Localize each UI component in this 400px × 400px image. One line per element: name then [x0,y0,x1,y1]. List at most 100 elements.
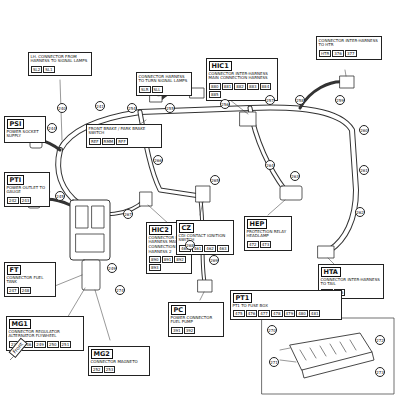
pin-number: RFF [116,138,127,145]
callout-number: 257 [265,95,275,105]
connector-description: POWER OUTLET TO GAUGE [7,186,48,196]
pin-number: 250 [47,341,59,348]
pin-number: 476 [246,310,258,317]
pin-number: 481 [309,310,321,317]
pin-number: 247 [7,287,19,294]
callout-number: 265 [210,175,220,185]
callout-number: 256 [220,99,230,109]
pin-number: 883 [247,83,259,90]
pin-number: 475 [233,310,245,317]
connector-code: MG1 [9,319,31,329]
callout-number: 254 [127,103,137,113]
pin-number: 251 [60,341,72,348]
pin-number: SL2 [31,66,42,73]
connector-code: FT [7,265,22,275]
pin-number: SLL [152,86,163,93]
connector-box: PSIPOWER SOCKET SUPPLY [4,116,46,143]
connector-box: CONNECTOR INTER-HARNESS TO HTRHTR376377 [316,36,382,60]
connector-description: CONNECTOR INTER-HARNESS TO HTR [319,39,380,49]
pin-number: HTR [319,50,331,57]
connector-box: FRONT BRAKE / PARK BRAKE SWITCHREFRMMRFF [86,124,162,148]
callout-number: 261 [359,165,369,175]
connector-description: PT1 TO FUSE BOX [233,304,340,309]
connector-code: CZ [179,223,194,233]
connector-description: FRONT BRAKE / PARK BRAKE SWITCH [89,127,160,137]
pin-number: 243 [20,197,32,204]
pin-number: SLR [139,86,151,93]
connector-box: LH. CONNECTOR FROM HARNESS TO SIGNAL LAM… [28,52,92,76]
pin-number: 892 [174,256,186,263]
connector-code: PSI [7,119,25,129]
callout-number: 262 [355,207,365,217]
pin-number: 391 [171,327,183,334]
connector-box: PT1PT1 TO FUSE BOX475476477478479480481 [230,290,342,320]
pin-number: REF [89,138,101,145]
connector-code: HEP [247,219,268,229]
connector-code: HIC1 [209,61,232,71]
connector-box: PCPOWER CONNECTOR FUEL PUMP391392 [168,302,224,337]
pin-number: 462 [204,245,216,252]
connector-box: FTCONNECTOR FUEL TANK247248 [4,262,56,297]
connector-description: PROTECTION RELAY HEADLAMP [247,230,290,240]
pin-number: SL1 [43,66,54,73]
connector-box: MG2CONNECTOR MAGNETO252253 [88,346,150,376]
callout-number: 244 [47,123,57,133]
connector-code: PC [171,305,187,315]
pin-number: 891 [162,256,174,263]
connector-description: LH. CONNECTOR FROM HARNESS TO SIGNAL LAM… [31,55,90,65]
pin-number: 377 [345,50,357,57]
pin-number: 248 [20,287,32,294]
connector-code: MG2 [91,349,113,359]
callout-number: 267 [123,209,133,219]
connector-code: HIC2 [149,225,172,235]
pin-number: 884 [260,83,272,90]
pin-number: 463 [217,245,229,252]
connector-description: CONNECTOR INTER-HARNESS MAIN CONNECTION … [209,72,276,82]
callout-number: 269 [209,255,219,265]
callout-number: 268 [185,240,195,250]
pin-number: 880 [209,83,221,90]
callout-number: 240 [57,103,67,113]
pin-number: 252 [91,366,103,373]
connector-box: PTIPOWER OUTLET TO GAUGE242243 [4,172,50,207]
callout-number: 272 [375,335,385,345]
pin-number: 885 [209,91,221,98]
pin-number: 890 [149,256,161,263]
pin-number: 473 [260,241,272,248]
callout-number: 260 [359,125,369,135]
connector-description: CONNECTOR MAGNETO [91,360,148,365]
pin-number: RMM [102,138,116,145]
callout-number: 259 [335,95,345,105]
connector-box: HEPPROTECTION RELAY HEADLAMP472473 [244,216,292,251]
connector-description: POWER CONNECTOR FUEL PUMP [171,316,222,326]
pin-number: 477 [258,310,270,317]
connector-description: POWER SOCKET SUPPLY [7,130,44,140]
callout-number: 270 [267,325,277,335]
connector-box: HIC1CONNECTOR INTER-HARNESS MAIN CONNECT… [206,58,278,101]
pin-number: 882 [234,83,246,90]
callout-number: 271 [269,357,279,367]
connector-box: CONNECTOR HARNESS TO TURN SIGNAL LAMPSSL… [136,72,192,96]
connector-description: CONNECTOR FUEL TANK [7,276,54,286]
callout-number: 241 [95,101,105,111]
callout-number: 258 [295,95,305,105]
pin-number: 242 [7,197,19,204]
connector-code: PTI [7,175,25,185]
callout-number: 255 [165,103,175,113]
callout-number: 245 [55,191,65,201]
pin-number: 376 [332,50,344,57]
connector-box: CZCDI CONTACT IGNITION SWITCH46046146246… [176,220,234,255]
pin-number: 472 [247,241,259,248]
pin-number: 392 [184,327,196,334]
pin-number: 881 [222,83,234,90]
pin-number: 253 [104,366,116,373]
callout-number: 273 [375,367,385,377]
pin-number: 249 [34,341,46,348]
pin-number: 479 [284,310,296,317]
callout-number: 266 [153,155,163,165]
callout-number: 249 [107,263,117,273]
callout-number: 263 [290,171,300,181]
pin-number: 478 [271,310,283,317]
callout-number: 274 [115,285,125,295]
pin-number: 893 [149,264,161,271]
